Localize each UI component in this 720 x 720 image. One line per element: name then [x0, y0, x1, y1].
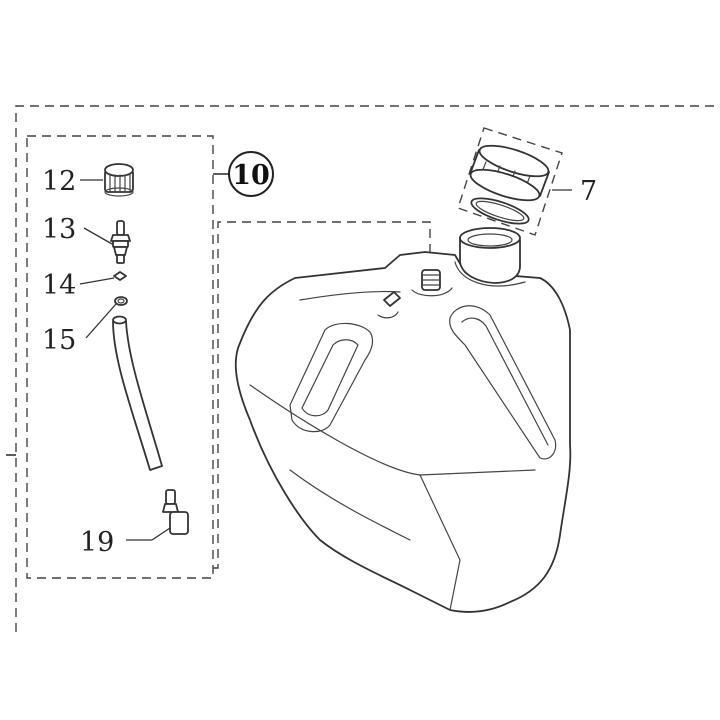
callout-10: 10 — [232, 160, 270, 191]
part-19-hose-end-fitting — [162, 489, 189, 535]
part-12-knurled-cap — [104, 163, 134, 197]
label-14: 14 — [42, 270, 76, 301]
label-19: 19 — [80, 527, 114, 558]
callout-circle — [228, 151, 274, 197]
label-15: 15 — [42, 325, 76, 356]
part-13-hose-barb-fitting — [110, 220, 131, 264]
part-15-small-ring — [114, 296, 128, 306]
label-13: 13 — [42, 214, 76, 245]
fuel-tank-body — [234, 227, 572, 613]
outer-assembly-boundary — [6, 105, 720, 632]
part-14-o-ring — [113, 271, 127, 281]
assembly-callout: 10 — [228, 151, 274, 197]
part-7-filler-cap — [457, 127, 563, 236]
hose-tube — [112, 315, 163, 471]
hose-assembly-boundary — [26, 135, 431, 579]
label-12: 12 — [42, 166, 76, 197]
label-7: 7 — [580, 176, 597, 207]
